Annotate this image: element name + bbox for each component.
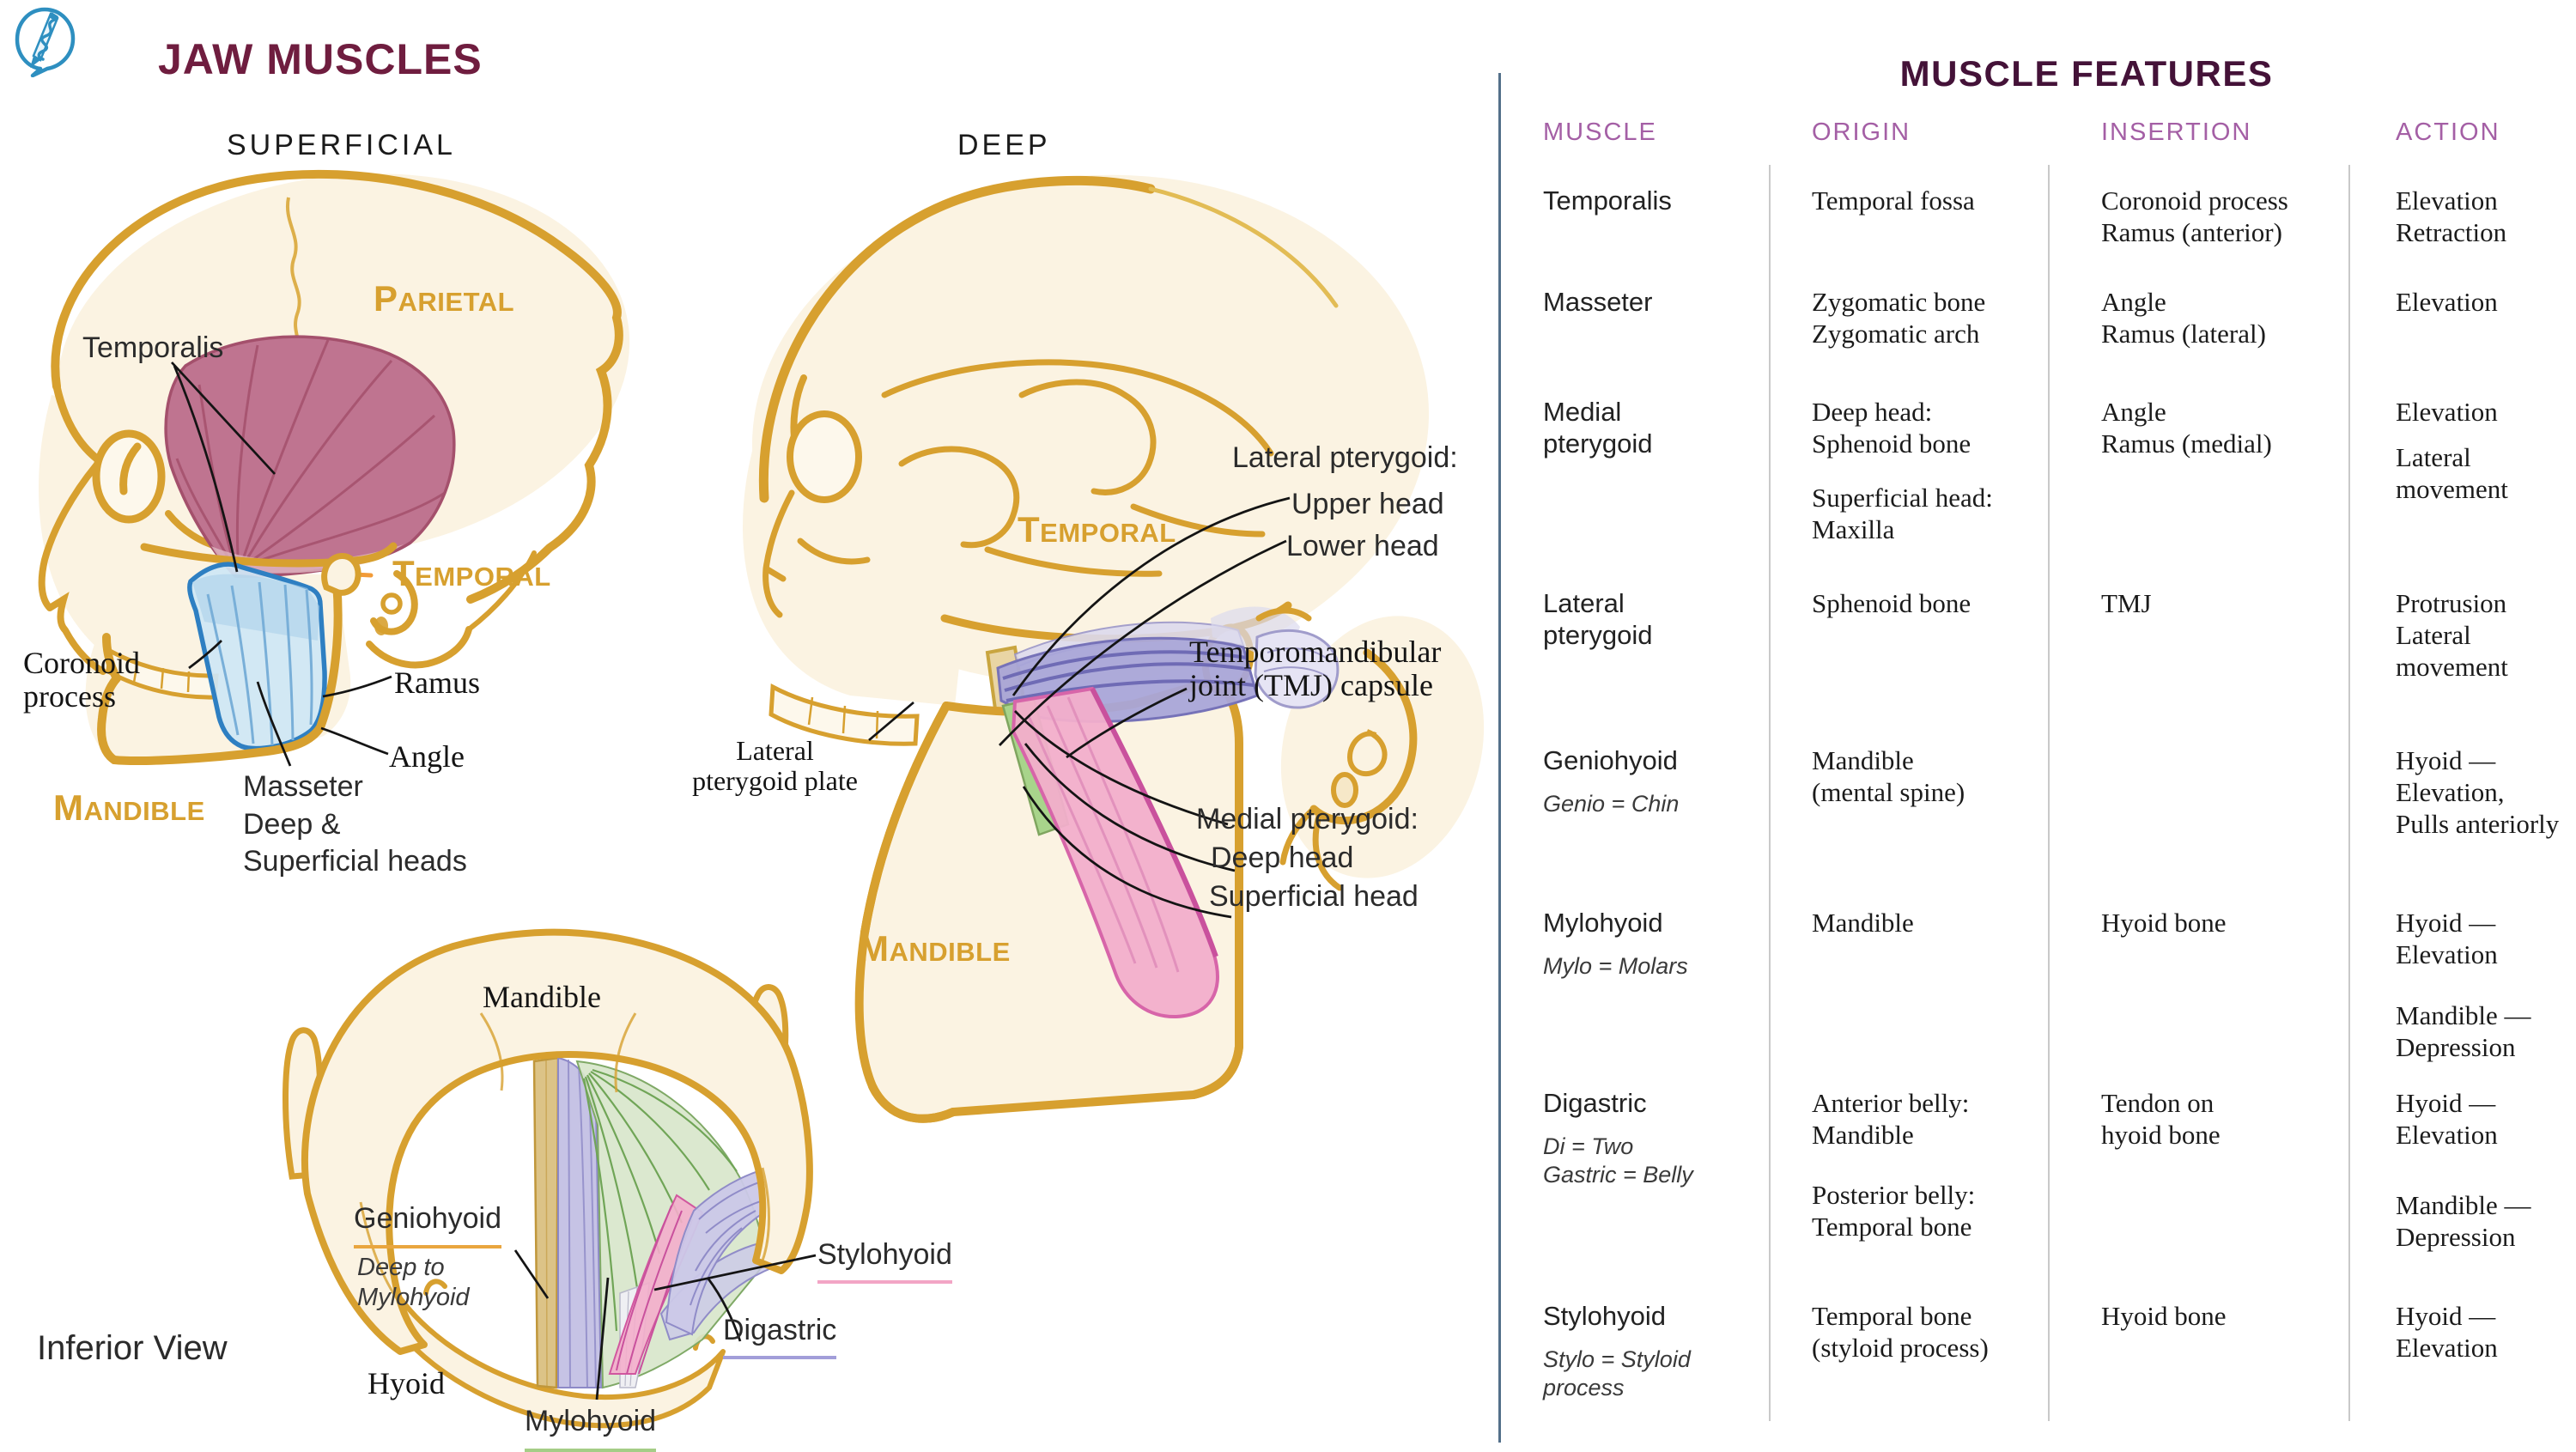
label-mylohyoid: Mylohyoid: [525, 1403, 657, 1452]
column-header-origin: ORIGIN: [1812, 118, 1911, 146]
muscle-name: Digastric: [1543, 1088, 1647, 1118]
label-digastric: Digastric: [723, 1312, 837, 1359]
muscle-etymology-note: Genio = Chin: [1543, 791, 1680, 817]
muscle-etymology-note: Stylo = Styloid process: [1543, 1346, 1691, 1400]
label-ramus: Ramus: [394, 665, 481, 700]
muscle-name: Medial pterygoid: [1543, 397, 1653, 459]
origin-text: Mandible: [1812, 908, 1914, 938]
label-hyoid: Hyoid: [368, 1366, 445, 1400]
origin-text: Sphenoid bone: [1812, 588, 1971, 618]
muscle-etymology-note: Di = Two Gastric = Belly: [1543, 1133, 1693, 1188]
label-mandible-superficial: MANDIBLE: [53, 787, 205, 828]
insertion-text: Hyoid bone: [2101, 908, 2227, 938]
staff-of-asclepius-pencil-icon: [15, 7, 76, 77]
origin-text: Posterior belly: Temporal bone: [1812, 1180, 1976, 1242]
label-lower-head: Lower head: [1286, 530, 1439, 562]
column-header-action: ACTION: [2396, 118, 2500, 146]
column-header-muscle: MUSCLE: [1543, 118, 1657, 146]
label-deep-to-mylohyoid: Deep to Mylohyoid: [357, 1254, 470, 1311]
action-text: Mandible — Depression: [2396, 1190, 2531, 1252]
muscle-name: Lateral pterygoid: [1543, 588, 1653, 650]
muscle-name: Geniohyoid: [1543, 745, 1678, 775]
superficial-skull-illustration: [38, 169, 630, 767]
label-lateral-pterygoid-plate: Lateral pterygoid plate: [692, 735, 858, 796]
action-text: Protrusion Lateral movement: [2396, 588, 2508, 682]
label-superficial-head: Superficial head: [1209, 880, 1419, 913]
label-angle: Angle: [389, 739, 465, 774]
action-text: Elevation: [2396, 397, 2498, 427]
action-text: Hyoid — Elevation: [2396, 1301, 2498, 1363]
origin-text: Zygomatic bone Zygomatic arch: [1812, 287, 1986, 349]
action-text: Mandible — Depression: [2396, 1000, 2531, 1062]
origin-text: Mandible (mental spine): [1812, 745, 1965, 807]
insertion-text: Angle Ramus (medial): [2101, 397, 2272, 459]
label-mandible-inferior: Mandible: [483, 980, 601, 1014]
label-temporal-superficial: TEMPORAL: [392, 553, 551, 593]
action-text: Elevation Retraction: [2396, 185, 2507, 247]
label-mandible-deep: MANDIBLE: [859, 928, 1011, 969]
origin-text: Deep head: Sphenoid bone: [1812, 397, 1971, 459]
inferior-view-heading: Inferior View: [37, 1329, 228, 1367]
label-medial-pterygoid: Medial pterygoid:: [1196, 803, 1419, 835]
deep-heading: DEEP: [957, 129, 1051, 161]
column-header-insertion: INSERTION: [2101, 118, 2252, 146]
column-divider-3: [2348, 165, 2350, 1421]
deep-skull-illustration: [743, 174, 1485, 1123]
label-parietal: PARIETAL: [374, 278, 515, 319]
action-text: Hyoid — Elevation: [2396, 908, 2498, 969]
label-deep-head: Deep head: [1211, 841, 1354, 874]
muscle-name: Stylohyoid: [1543, 1301, 1667, 1331]
label-stylohyoid: Stylohyoid: [817, 1236, 952, 1284]
table-left-divider: [1498, 73, 1501, 1443]
column-divider-1: [1769, 165, 1771, 1421]
insertion-text: Hyoid bone: [2101, 1301, 2227, 1331]
action-text: Hyoid — Elevation: [2396, 1088, 2498, 1150]
insertion-text: Coronoid process Ramus (anterior): [2101, 185, 2288, 247]
label-lateral-pterygoid: Lateral pterygoid:: [1232, 441, 1458, 474]
insertion-text: TMJ: [2101, 588, 2152, 618]
action-text: Lateral movement: [2396, 442, 2508, 504]
table-title: MUSCLE FEATURES: [1899, 53, 2274, 94]
superficial-heading: SUPERFICIAL: [227, 129, 456, 161]
label-temporalis: Temporalis: [82, 331, 224, 364]
origin-text: Anterior belly: Mandible: [1812, 1088, 1970, 1150]
insertion-text: Tendon on hyoid bone: [2101, 1088, 2221, 1150]
insertion-text: Angle Ramus (lateral): [2101, 287, 2266, 349]
origin-text: Temporal fossa: [1812, 185, 1975, 216]
label-masseter: Masseter Deep & Superficial heads: [243, 770, 467, 878]
muscle-name: Mylohyoid: [1543, 908, 1663, 938]
origin-text: Superficial head: Maxilla: [1812, 483, 1993, 544]
muscle-etymology-note: Mylo = Molars: [1543, 953, 1688, 979]
label-coronoid-process: Coronoid process: [23, 646, 141, 714]
label-geniohyoid: Geniohyoid: [354, 1200, 502, 1248]
muscle-name: Temporalis: [1543, 185, 1672, 216]
label-temporal-deep: TEMPORAL: [1018, 509, 1176, 550]
origin-text: Temporal bone (styloid process): [1812, 1301, 1989, 1363]
column-divider-2: [2048, 165, 2050, 1421]
muscle-name: Masseter: [1543, 287, 1653, 317]
inferior-view-illustration: [283, 928, 817, 1429]
page-title: JAW MUSCLES: [158, 35, 483, 83]
label-tmj-capsule: Temporomandibular joint (TMJ) capsule: [1189, 635, 1442, 702]
action-text: Hyoid — Elevation, Pulls anteriorly: [2396, 745, 2560, 839]
action-text: Elevation: [2396, 287, 2498, 317]
label-upper-head: Upper head: [1291, 488, 1444, 520]
